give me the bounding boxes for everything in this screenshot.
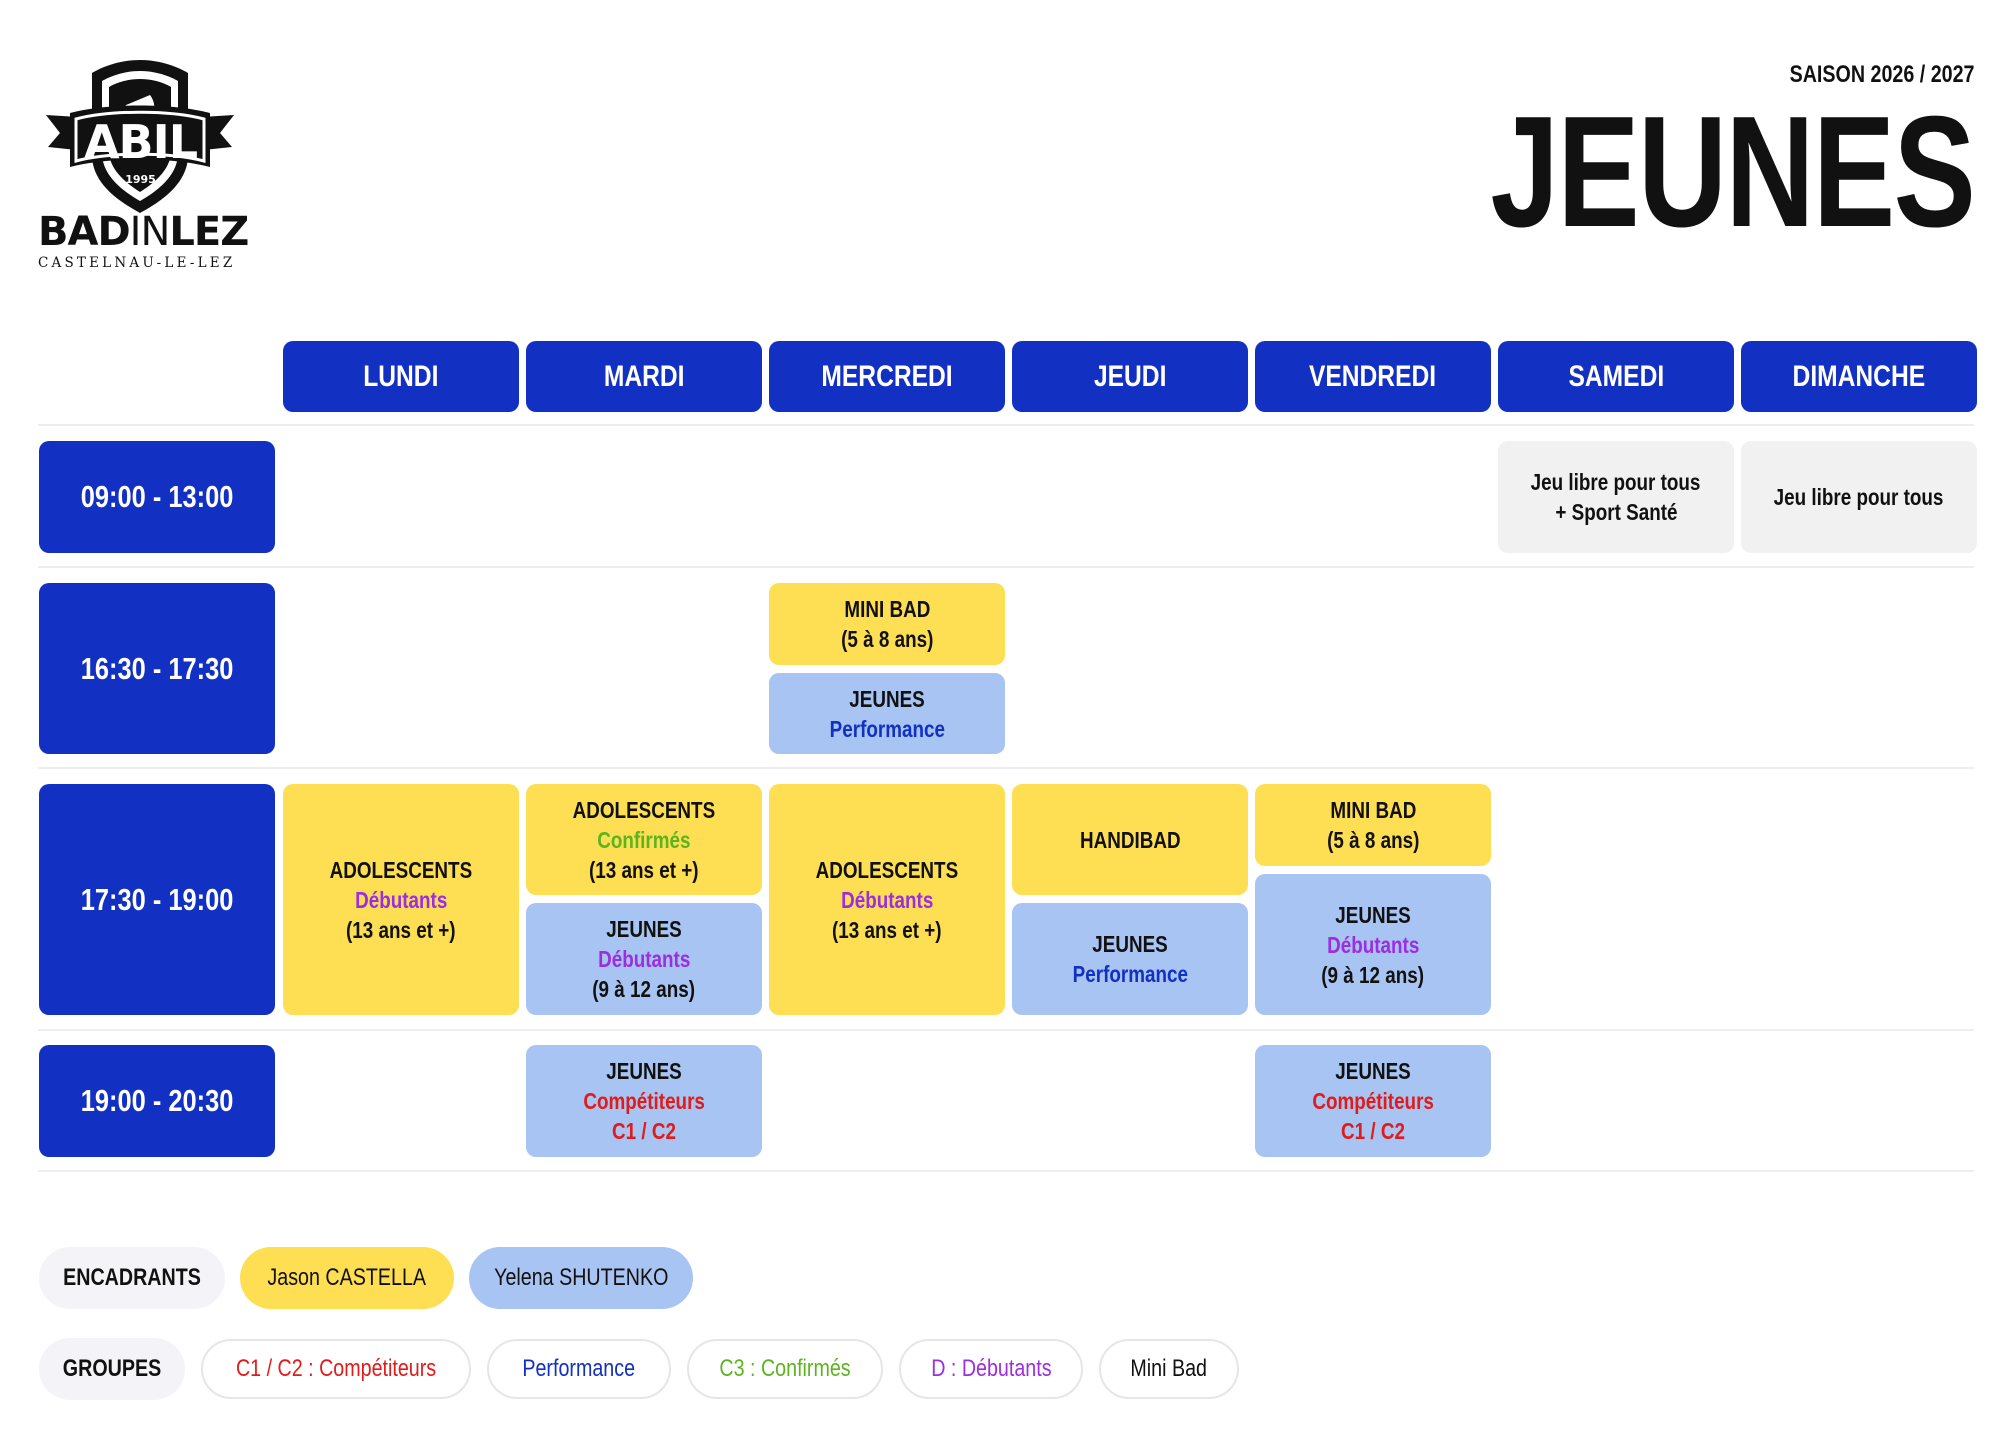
row-divider <box>38 424 1974 426</box>
session-group: Compétiteurs <box>583 1088 705 1114</box>
session-title: ADOLESCENTS <box>815 856 959 883</box>
session-group: Performance <box>1072 961 1188 987</box>
legend-group-competiteurs: C1 / C2 : Compétiteurs <box>201 1339 471 1399</box>
session-group: Performance <box>829 715 945 742</box>
session-title: JEUNES <box>606 1058 682 1084</box>
club-logo: ABIL 1995 <box>38 55 243 275</box>
session-title: Jeu libre pour tous <box>1531 469 1701 495</box>
session-age: (13 ans et +) <box>346 916 456 943</box>
session-title: MINI BAD <box>844 596 930 622</box>
time-slot-0900: 09:00 - 13:00 <box>39 441 275 553</box>
session-group: Compétiteurs <box>1312 1088 1434 1114</box>
session-title: MINI BAD <box>1330 797 1416 823</box>
session-vendredi-jeunes-competiteurs[interactable]: JEUNES Compétiteurs C1 / C2 <box>1255 1045 1491 1157</box>
session-level: C1 / C2 <box>1341 1118 1405 1144</box>
day-header-mercredi: MERCREDI <box>769 341 1005 412</box>
legend-group-confirmes: C3 : Confirmés <box>687 1339 883 1399</box>
badge-year: 1995 <box>125 173 156 186</box>
session-age: (5 à 8 ans) <box>840 626 934 652</box>
time-slot-1900: 19:00 - 20:30 <box>39 1045 275 1157</box>
session-jeudi-handibad[interactable]: HANDIBAD <box>1012 784 1248 895</box>
row-divider <box>38 1029 1974 1031</box>
day-header-mardi: MARDI <box>526 341 762 412</box>
legend-group-performance: Performance <box>487 1339 671 1399</box>
session-vendredi-jeunes[interactable]: JEUNES Débutants (9 à 12 ans) <box>1255 874 1491 1015</box>
session-dimanche-jeu-libre[interactable]: Jeu libre pour tous <box>1741 441 1977 553</box>
session-level: C1 / C2 <box>612 1118 676 1144</box>
session-group: Débutants <box>354 886 448 913</box>
session-mercredi-mini-bad[interactable]: MINI BAD (5 à 8 ans) <box>769 583 1005 665</box>
session-group: Confirmés <box>597 826 691 853</box>
session-age: (9 à 12 ans) <box>1321 961 1425 988</box>
session-subtitle: + Sport Santé <box>1554 499 1678 525</box>
session-group: Débutants <box>597 946 691 972</box>
session-jeudi-jeunes-performance[interactable]: JEUNES Performance <box>1012 903 1248 1015</box>
session-age: (9 à 12 ans) <box>592 976 696 1002</box>
session-lundi-adolescents[interactable]: ADOLESCENTS Débutants (13 ans et +) <box>283 784 519 1015</box>
day-header-vendredi: VENDREDI <box>1255 341 1491 412</box>
session-mardi-jeunes[interactable]: JEUNES Débutants (9 à 12 ans) <box>526 903 762 1015</box>
legend-group-debutants: D : Débutants <box>899 1339 1083 1399</box>
legend-group-mini-bad: Mini Bad <box>1099 1339 1239 1399</box>
badge-text: ABIL <box>83 115 198 169</box>
session-age: (13 ans et +) <box>832 916 942 943</box>
page-title: JEUNES <box>1490 84 1975 260</box>
day-header-samedi: SAMEDI <box>1498 341 1734 412</box>
session-mardi-jeunes-competiteurs[interactable]: JEUNES Compétiteurs C1 / C2 <box>526 1045 762 1157</box>
session-group: Débutants <box>1326 931 1420 958</box>
session-title: JEUNES <box>1335 901 1411 928</box>
logo-word: BADINLEZ <box>38 209 249 255</box>
legend-coach-yelena: Yelena SHUTENKO <box>469 1247 693 1309</box>
legend-coaches-label: ENCADRANTS <box>39 1247 225 1309</box>
session-title: JEUNES <box>606 916 682 942</box>
time-slot-1730: 17:30 - 19:00 <box>39 784 275 1015</box>
session-vendredi-mini-bad[interactable]: MINI BAD (5 à 8 ans) <box>1255 784 1491 866</box>
session-title: Jeu libre pour tous <box>1774 484 1944 510</box>
legend-coach-jason: Jason CASTELLA <box>240 1247 454 1309</box>
shield-badge-icon <box>46 60 234 213</box>
session-mercredi-adolescents[interactable]: ADOLESCENTS Débutants (13 ans et +) <box>769 784 1005 1015</box>
session-title: JEUNES <box>1092 931 1168 957</box>
day-header-lundi: LUNDI <box>283 341 519 412</box>
day-header-jeudi: JEUDI <box>1012 341 1248 412</box>
session-mercredi-jeunes-performance[interactable]: JEUNES Performance <box>769 673 1005 754</box>
season-label: SAISON 2026 / 2027 <box>1789 61 1974 88</box>
row-divider <box>38 566 1974 568</box>
legend-groups-label: GROUPES <box>39 1338 185 1400</box>
logo-wordmark: BADINLEZ CASTELNAU-LE-LEZ <box>38 209 249 272</box>
session-title: ADOLESCENTS <box>572 796 716 823</box>
session-title: JEUNES <box>849 685 925 712</box>
day-header-dimanche: DIMANCHE <box>1741 341 1977 412</box>
logo-subtitle: CASTELNAU-LE-LEZ <box>38 255 236 271</box>
session-title: JEUNES <box>1335 1058 1411 1084</box>
session-mardi-adolescents[interactable]: ADOLESCENTS Confirmés (13 ans et +) <box>526 784 762 895</box>
session-age: (13 ans et +) <box>589 856 699 883</box>
session-samedi-jeu-libre[interactable]: Jeu libre pour tous + Sport Santé <box>1498 441 1734 553</box>
session-group: Débutants <box>840 886 934 913</box>
row-divider <box>38 767 1974 769</box>
session-title: HANDIBAD <box>1079 826 1181 853</box>
session-title: ADOLESCENTS <box>329 856 473 883</box>
time-slot-1630: 16:30 - 17:30 <box>39 583 275 754</box>
row-divider <box>38 1170 1974 1172</box>
session-age: (5 à 8 ans) <box>1326 827 1420 853</box>
